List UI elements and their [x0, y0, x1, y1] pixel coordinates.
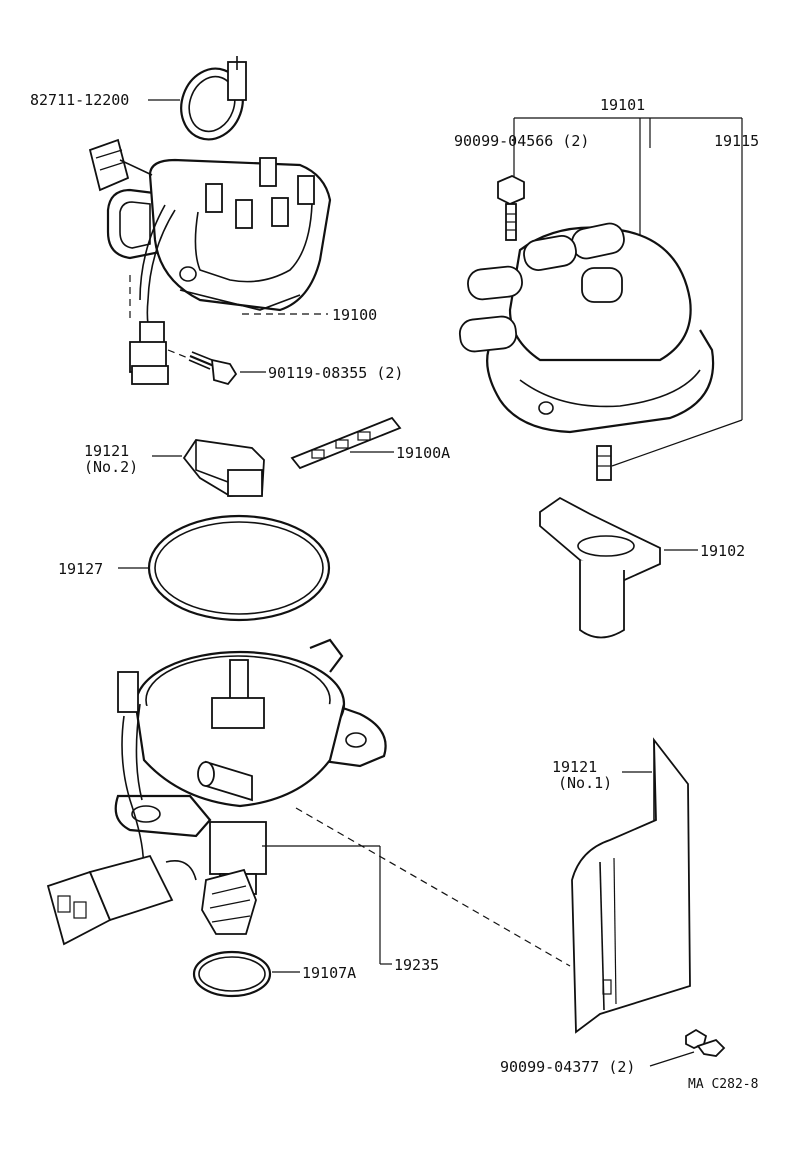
label-clamp: 82711-12200 [30, 91, 129, 109]
leader-carbon-tip [611, 419, 743, 467]
dust-cover-no1-part[interactable] [571, 737, 691, 1034]
leader-dash-bolt [167, 349, 189, 359]
label-cover-screw: 90099-04377 (2) [500, 1058, 635, 1076]
catalog-code: MA C282-8 [688, 1077, 758, 1092]
label-distributor: 19100 [332, 306, 377, 324]
distributor-cap-part[interactable] [458, 221, 715, 434]
label-housing: 19235 [394, 956, 439, 974]
distributor-housing-part[interactable] [46, 638, 387, 946]
label-cover-no1: 19121 [552, 758, 597, 776]
cover-screw-part[interactable] [685, 1028, 726, 1057]
cap-bolt-part[interactable] [497, 175, 525, 241]
distributor-assembly-part[interactable] [88, 138, 332, 385]
label-cover-no2: 19121 [84, 442, 129, 460]
oring-small-part[interactable] [192, 950, 272, 998]
label-rotor: 19102 [700, 542, 745, 560]
carbon-brush-part[interactable] [596, 445, 612, 481]
label-bolt-mount: 90119-08355 (2) [268, 364, 403, 382]
label-cap-bolt: 90099-04566 (2) [454, 132, 589, 150]
leader-dash-housing-cover [295, 807, 571, 967]
gasket-part[interactable] [290, 416, 402, 470]
oring-large-part[interactable] [147, 514, 331, 622]
leader-cover-screw [649, 1051, 695, 1067]
label-oring-large: 19127 [58, 560, 103, 578]
dust-cover-no2-part[interactable] [182, 439, 265, 497]
clamp-part[interactable] [171, 56, 252, 148]
rotor-part[interactable] [539, 496, 661, 639]
mount-bolt-part[interactable] [188, 351, 238, 386]
label-cover-no1-note: (No.1) [558, 774, 612, 792]
label-cap-assy: 19101 [600, 96, 645, 114]
label-gasket: 19100A [396, 444, 450, 462]
label-cover-no2-note: (No.2) [84, 458, 138, 476]
label-carbon: 19115 [714, 132, 759, 150]
label-oring-small: 19107A [302, 964, 356, 982]
